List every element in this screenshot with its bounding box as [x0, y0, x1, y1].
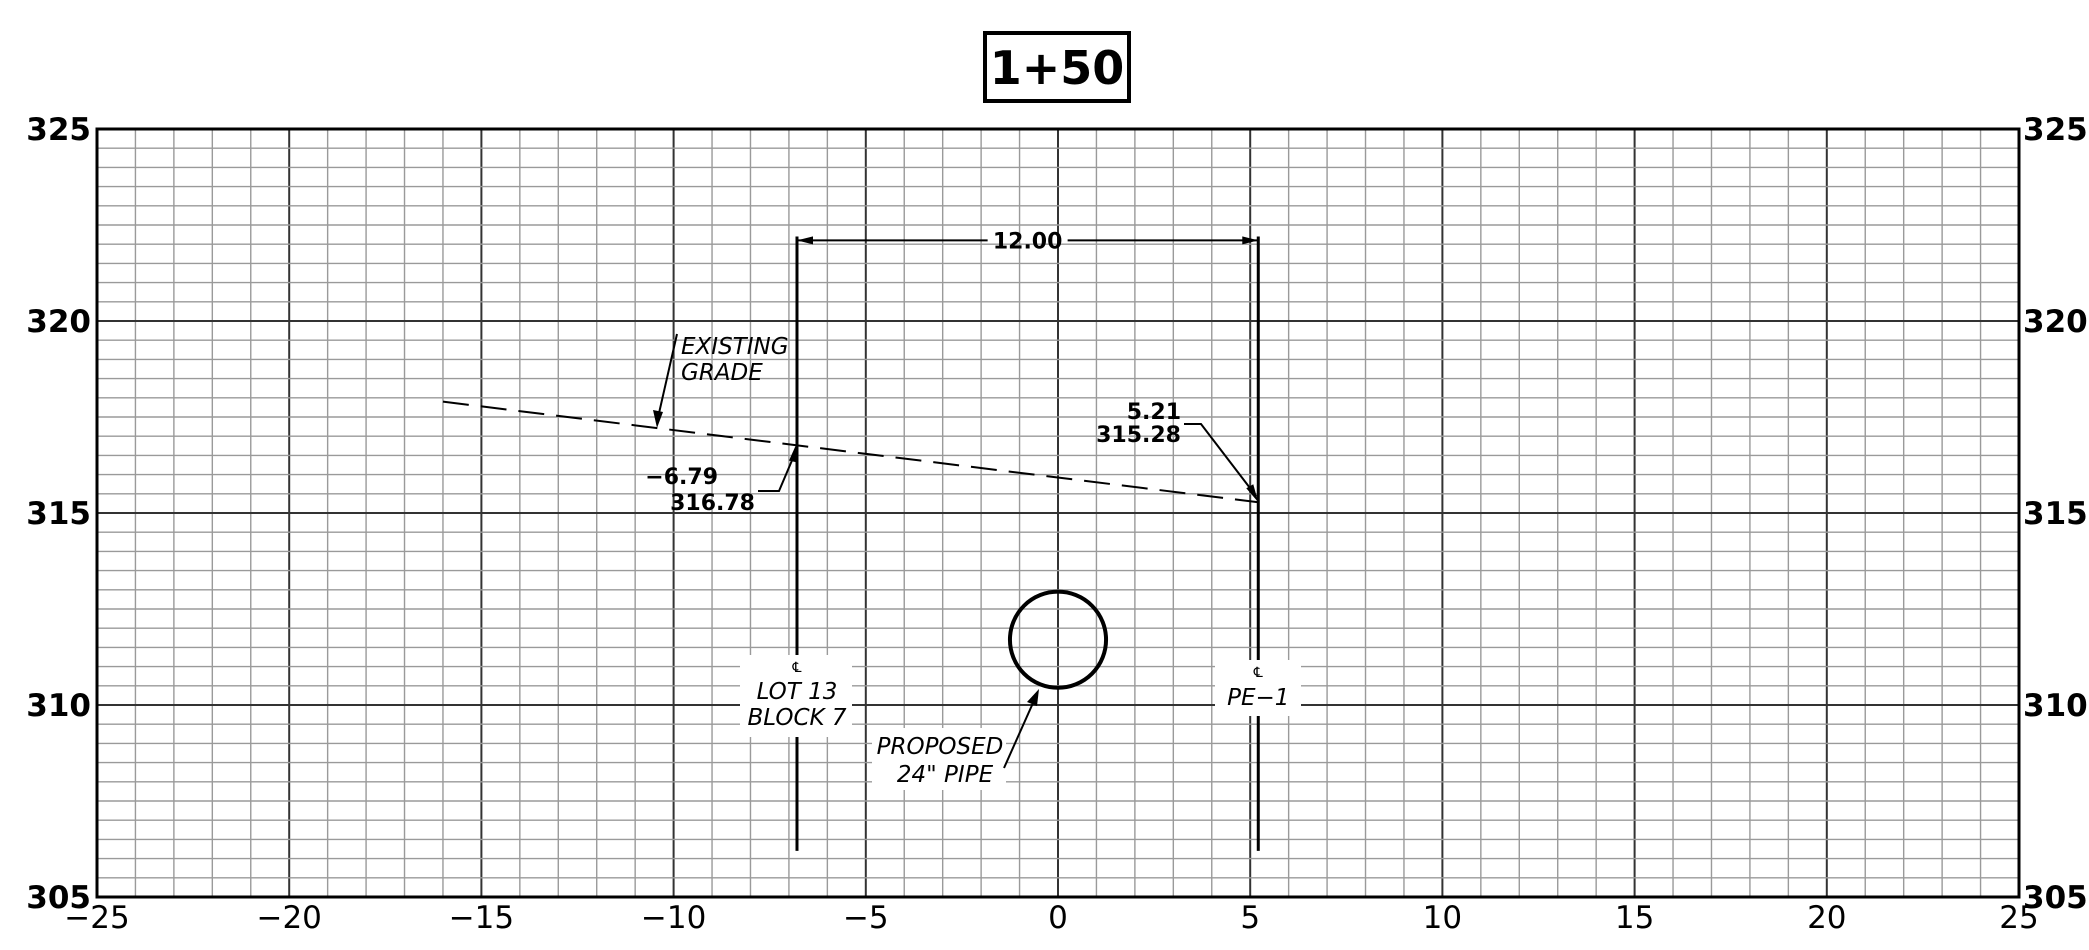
pipe-label-line1: PROPOSED — [877, 734, 1004, 760]
right-point-leader — [1184, 423, 1258, 497]
pe-label: PE−1 — [1227, 685, 1289, 711]
dimension-arrow-left — [796, 236, 813, 245]
x-tick-label: −5 — [843, 900, 889, 936]
y-tick-label-right: 310 — [2023, 688, 2088, 724]
right-offset-label: 5.21 — [1127, 400, 1181, 425]
right-elevation-label: 315.28 — [1096, 423, 1181, 448]
existing-grade-leader — [656, 333, 678, 423]
y-tick-label-right: 305 — [2023, 880, 2088, 916]
lot-label-mask — [740, 655, 852, 737]
left-offset-label: −6.79 — [645, 465, 718, 490]
x-tick-label: 25 — [1999, 900, 2038, 936]
x-tick-label: 5 — [1240, 900, 1260, 936]
x-tick-label: −15 — [449, 900, 514, 936]
x-tick-label: 15 — [1615, 900, 1654, 936]
y-tick-label-left: 310 — [26, 688, 91, 724]
lot-label-line1: LOT 13 — [757, 679, 838, 705]
existing-grade-label-line1: EXISTING — [681, 334, 789, 360]
station-title: 1+50 — [990, 41, 1125, 95]
x-tick-label: 10 — [1423, 900, 1462, 936]
y-tick-label-left: 305 — [26, 880, 91, 916]
proposed-pipe-circle — [1007, 589, 1109, 690]
lot-label-line2: BLOCK 7 — [747, 705, 846, 731]
grid — [96, 128, 2020, 898]
existing-grade-line — [442, 400, 1259, 504]
lot-centerline-symbol: ℄ — [791, 660, 801, 676]
pe-label-mask — [1215, 660, 1301, 716]
pipe-leader-arrow — [1027, 689, 1039, 706]
dimension-arrow-right — [1242, 236, 1259, 245]
left-elevation-label: 316.78 — [670, 491, 755, 516]
left-point-arrow — [788, 442, 798, 463]
right-point-arrow — [1246, 484, 1259, 503]
pipe-leader — [1003, 693, 1038, 769]
y-tick-label-right: 315 — [2023, 496, 2088, 532]
x-tick-label: −25 — [64, 900, 129, 936]
pipe-label-line2: 24" PIPE — [897, 762, 994, 788]
y-tick-label-right: 325 — [2023, 112, 2088, 148]
existing-grade-label-line2: GRADE — [681, 360, 763, 386]
plot-frame — [95, 127, 2021, 899]
x-tick-label: 20 — [1807, 900, 1846, 936]
plot-border — [95, 127, 2021, 899]
station-title-box — [983, 31, 1131, 103]
y-tick-label-left: 325 — [26, 112, 91, 148]
dimension-label: 12.00 — [993, 229, 1063, 254]
pipe-label-mask — [872, 728, 1006, 790]
y-tick-label-left: 315 — [26, 496, 91, 532]
existing-grade-leader-arrow — [653, 410, 663, 428]
y-tick-label-left: 320 — [26, 304, 91, 340]
x-tick-label: −10 — [641, 900, 706, 936]
left-point-leader — [758, 448, 798, 492]
pe-centerline-symbol: ℄ — [1253, 665, 1263, 681]
x-tick-label: 0 — [1048, 900, 1068, 936]
x-tick-label: −20 — [256, 900, 321, 936]
y-tick-label-right: 320 — [2023, 304, 2088, 340]
